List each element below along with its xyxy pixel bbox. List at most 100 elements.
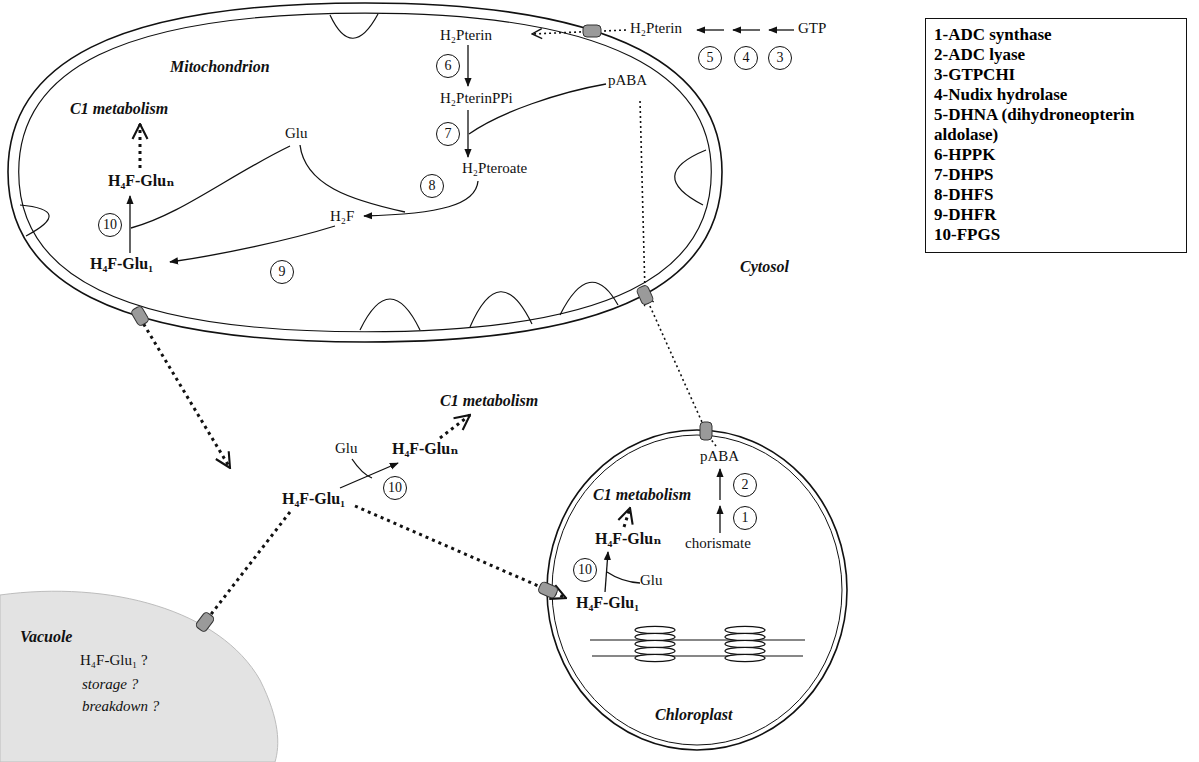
reaction-arrows (130, 30, 794, 592)
export-arrow (140, 318, 230, 468)
compartment-pathway-note: C1 metabolism (440, 392, 538, 410)
compartment-note: H₄F-Glu₁ ? (80, 652, 148, 669)
metabolite: pABA (608, 72, 647, 89)
crista (470, 292, 532, 327)
metabolite: pABA (700, 448, 739, 465)
pterin-paba-lines (532, 30, 716, 446)
enzyme-key-entry: 4-Nudix hydrolase (934, 85, 1178, 105)
callout-number: 9 (279, 264, 286, 279)
enzyme-number: 10 (383, 476, 407, 500)
enzyme-number: 10 (98, 213, 122, 237)
enzyme-number: 3 (768, 46, 792, 70)
compartment-name: Mitochondrion (170, 58, 270, 76)
transporter (195, 611, 215, 633)
enzyme-key-entry: 10-FPGS (934, 225, 1178, 245)
enzyme-key-entry: 7-DHPS (934, 165, 1178, 185)
enzyme-key-entry: 2-ADC lyase (934, 45, 1178, 65)
compartment-note: storage ? (82, 676, 138, 693)
crista (20, 205, 49, 236)
enzyme-key-entry: 8-DHFS (934, 185, 1178, 205)
vacuole: VacuoleH₄F-Glu₁ ? storage ? breakdown ? (0, 575, 285, 762)
substrate-line (352, 459, 372, 478)
metabolite: H₄F-Glu₁ (282, 490, 345, 508)
enzyme-number: 7 (436, 122, 460, 146)
granum-disc (635, 633, 675, 640)
compartment-pathway-note: C1 metabolism (70, 100, 168, 118)
granum-disc (635, 647, 675, 654)
callout-number: 10 (578, 562, 592, 577)
lamella (590, 640, 805, 656)
granum-disc (725, 647, 765, 654)
reaction-arrow (697, 29, 724, 30)
vacuole-outline (0, 591, 278, 762)
transporter (700, 422, 712, 440)
reaction-arrow (467, 45, 468, 86)
metabolite: Glu (285, 125, 308, 142)
metabolite: Glu (640, 572, 663, 589)
callout-number: 10 (103, 217, 117, 232)
enzyme-key-box: 1-ADC synthase2-ADC lyase3-GTPCHI4-Nudix… (925, 18, 1187, 253)
crista (360, 299, 420, 330)
thylakoids (590, 626, 805, 661)
granum-disc (725, 640, 765, 647)
enzyme-number: 6 (436, 54, 460, 78)
compartment-name: Vacuole (20, 628, 72, 646)
reaction-arrow (719, 506, 720, 533)
enzyme-number: 2 (733, 473, 757, 497)
outer-membrane (8, 3, 722, 342)
crista (675, 150, 706, 205)
metabolite: H₄F-Gluₙ (108, 172, 174, 190)
callout-number: 6 (445, 58, 452, 73)
metabolite: Glu (335, 440, 358, 457)
metabolite: H₂Pterin (440, 27, 492, 44)
metabolite: H₄F-Gluₙ (595, 530, 661, 548)
inner-envelope (552, 435, 842, 745)
metabolite: chorismate (685, 535, 751, 552)
enzyme-key-entry: 3-GTPCHI (934, 65, 1178, 85)
enzyme-key-entry: 1-ADC synthase (934, 25, 1178, 45)
callout-number: 1 (742, 510, 749, 525)
enzyme-key-entry: 6-HPPK (934, 145, 1178, 165)
metabolite: H₄F-Glu₁ (576, 594, 639, 612)
transporter (130, 305, 149, 327)
transporter-group (130, 25, 712, 633)
inner-membrane (19, 13, 712, 332)
enzyme-number: 1 (733, 506, 757, 530)
metabolite: H₄F-Gluₙ (392, 440, 458, 458)
compartment-note: breakdown ? (82, 698, 159, 715)
granum-disc (635, 640, 675, 647)
callout-number: 8 (429, 178, 436, 193)
callout-number: 4 (743, 50, 750, 65)
transporter (636, 284, 654, 305)
reaction-arrow (733, 29, 760, 30)
granum-disc (725, 626, 765, 633)
flux-arrow (139, 124, 142, 168)
enzyme-number: 5 (698, 46, 722, 70)
callout-number: 3 (777, 50, 784, 65)
enzyme-number: 4 (734, 46, 758, 70)
metabolite: H₄F-Glu₁ (90, 255, 153, 273)
compartment-pathway-note: C1 metabolism (593, 486, 691, 504)
callout-number: 5 (707, 50, 714, 65)
enzyme-key-entry: 5-DHNA (dihydroneopterin aldolase) (934, 105, 1178, 145)
reaction-arrow (170, 226, 335, 262)
metabolite: H₂Pteroate (462, 160, 527, 177)
enzyme-number: 8 (420, 174, 444, 198)
enzyme-key-entry: 9-DHFR (934, 205, 1178, 225)
substrate-line (607, 572, 640, 583)
callout-number: 7 (445, 126, 452, 141)
reaction-arrow (467, 110, 468, 157)
vacuole-outline (0, 575, 285, 762)
metabolite: H₂F (330, 208, 354, 225)
crista (560, 282, 618, 315)
callout-number: 10 (388, 480, 402, 495)
metabolite: GTP (798, 20, 826, 37)
transport-arrows (140, 124, 630, 648)
paba-line (640, 100, 645, 293)
pterin-import-arrow (532, 30, 626, 34)
outer-envelope (547, 430, 847, 750)
reaction-arrow (769, 29, 794, 30)
compartment-name: Chloroplast (655, 706, 732, 724)
granum-disc (725, 633, 765, 640)
granum-disc (635, 654, 675, 661)
